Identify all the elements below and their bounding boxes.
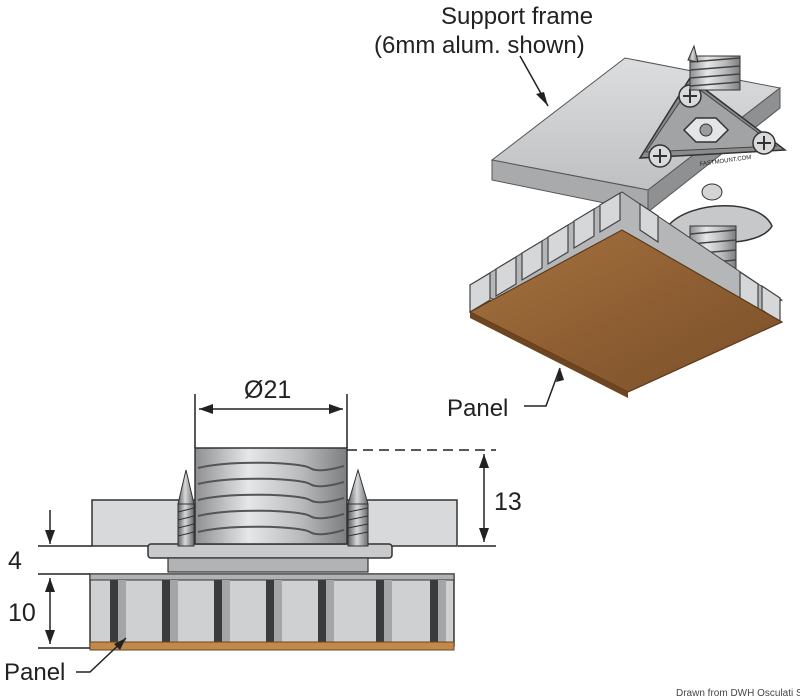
dimension-13: 13 xyxy=(347,449,522,547)
isometric-view: FASTMOUNT.COM xyxy=(374,3,788,422)
panel-honeycomb-3d xyxy=(468,191,784,398)
panel-wood-edge xyxy=(89,641,455,651)
height-10-label: 10 xyxy=(8,599,36,627)
panel-lower-label: Panel xyxy=(4,659,65,686)
panel-upper-label: Panel xyxy=(447,395,508,422)
dimension-4-10: 4 10 xyxy=(8,510,92,649)
threaded-stud-top xyxy=(687,44,741,91)
panel-lower-leader xyxy=(76,637,127,673)
height-4-label: 4 xyxy=(8,547,22,575)
panel-upper-leader xyxy=(524,367,561,407)
spike-left xyxy=(177,469,195,547)
spike-right xyxy=(347,468,369,547)
height-13-label: 13 xyxy=(494,488,522,516)
diameter-label: Ø21 xyxy=(244,376,291,404)
dimension-diameter: Ø21 xyxy=(194,376,348,448)
support-frame-label-2: (6mm alum. shown) xyxy=(374,32,585,59)
panel-section xyxy=(89,573,455,651)
section-view: Ø21 13 4 10 Panel xyxy=(4,376,522,686)
credit-text: Drawn from DWH Osculati SpA xyxy=(676,688,800,699)
support-frame-label-1: Support frame xyxy=(441,3,593,30)
threaded-stud-section xyxy=(194,447,348,545)
